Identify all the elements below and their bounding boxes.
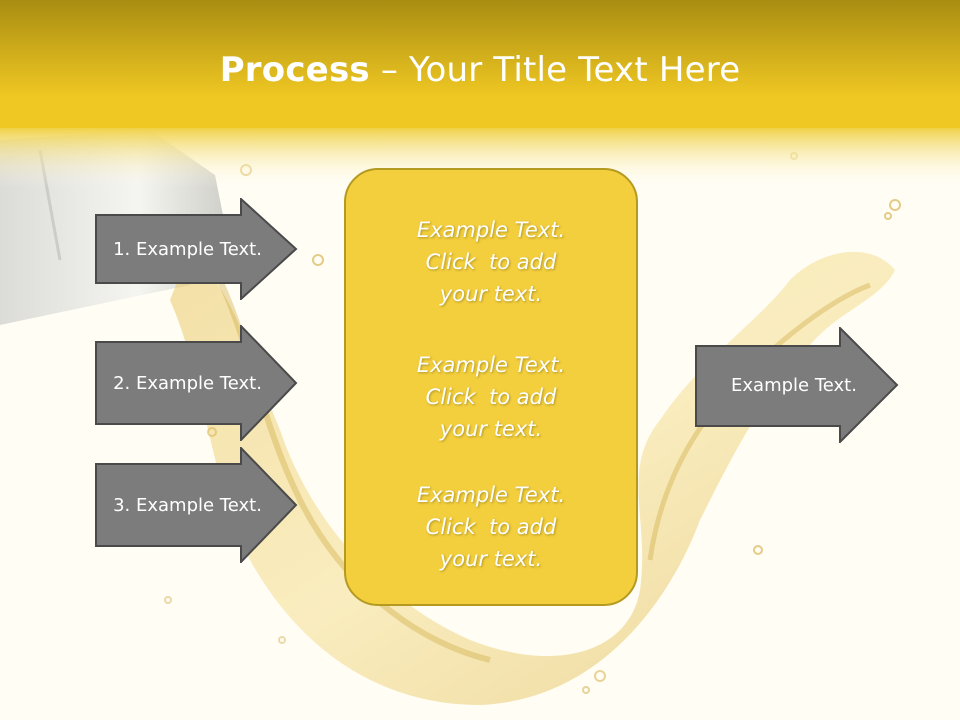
text-line: Click to add [425,385,557,409]
result-arrow[interactable]: Example Text. [695,327,899,443]
center-text-block-3[interactable]: Example Text. Click to add your text. [346,479,636,575]
text-line: Example Text. [416,353,566,377]
text-line: Example Text. [416,483,566,507]
step-arrow-3[interactable]: 3. Example Text. [95,447,298,563]
step-label-3: 3. Example Text. [113,494,262,516]
result-label: Example Text. [731,374,857,396]
step-arrow-1[interactable]: 1. Example Text. [95,198,298,300]
center-text-block-1[interactable]: Example Text. Click to add your text. [346,214,636,310]
center-content-box[interactable]: Example Text. Click to add your text. Ex… [344,168,638,606]
text-line: Click to add [425,515,557,539]
step-label-1: 1. Example Text. [113,238,262,260]
arrow-shape-icon [95,325,298,441]
slide-title: Process – Your Title Text Here [0,50,960,90]
text-line: Click to add [425,250,557,274]
arrow-shape-icon [695,327,899,443]
text-line: your text. [439,547,543,571]
center-text-block-2[interactable]: Example Text. Click to add your text. [346,349,636,445]
text-line: your text. [439,417,543,441]
step-arrow-2[interactable]: 2. Example Text. [95,325,298,441]
text-line: Example Text. [416,218,566,242]
title-rest: – Your Title Text Here [369,50,741,90]
arrow-shape-icon [95,198,298,300]
text-line: your text. [439,282,543,306]
arrow-shape-icon [95,447,298,563]
title-bold: Process [219,50,370,90]
step-label-2: 2. Example Text. [113,372,262,394]
